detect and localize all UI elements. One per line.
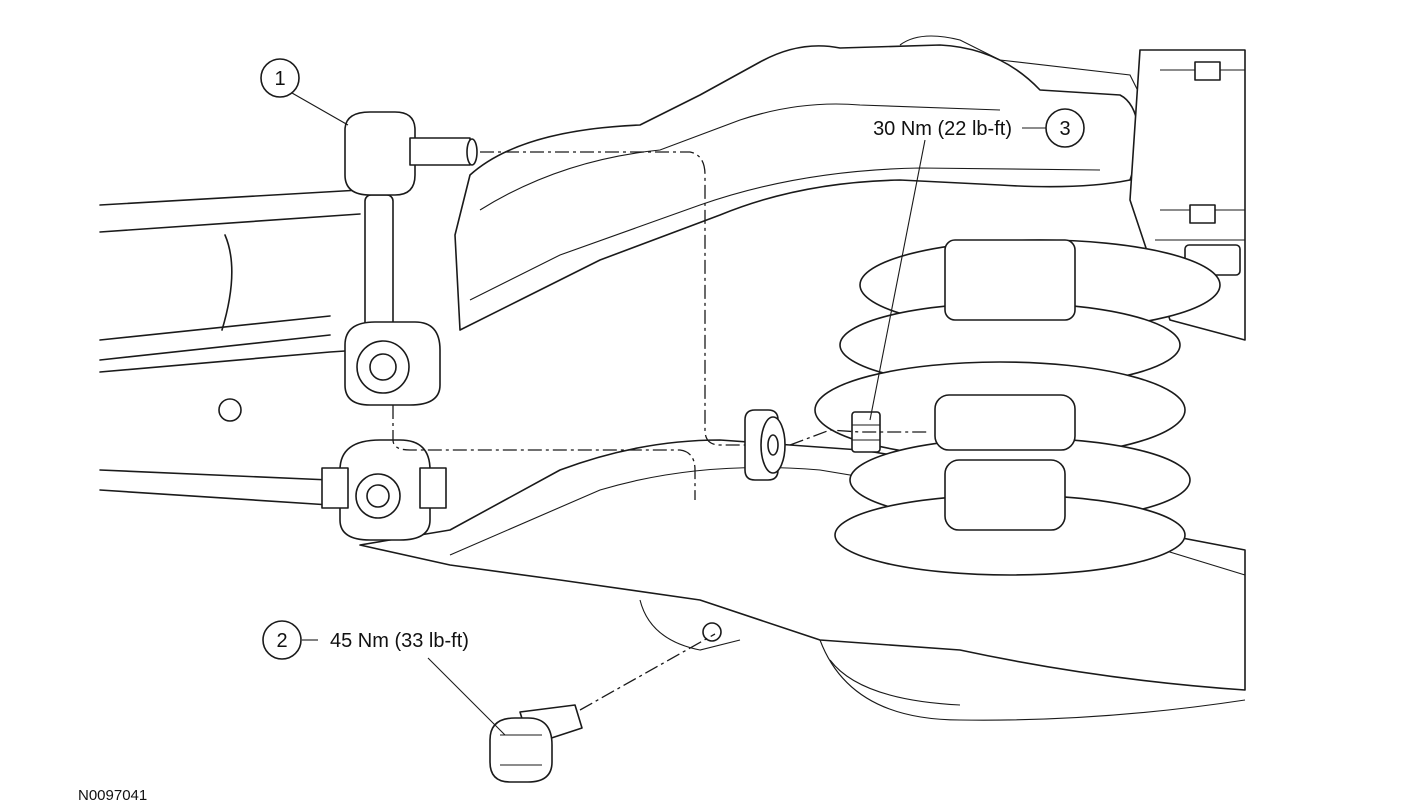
frame-rail [99, 189, 361, 506]
stabilizer-link [344, 111, 478, 406]
callout-1-number: 1 [274, 68, 285, 90]
assembly-lines [392, 151, 930, 711]
callout-3-number: 3 [1059, 118, 1070, 140]
callout-2-number: 2 [276, 630, 287, 652]
callout-2-torque: 45 Nm (33 lb-ft) [330, 630, 469, 652]
figure-id: N0097041 [78, 787, 147, 804]
leader-lines [291, 92, 1046, 736]
lower-bolt [489, 704, 583, 783]
callout-3-torque: 30 Nm (22 lb-ft) [873, 118, 1012, 140]
coil-spring [814, 239, 1221, 576]
callout-2: 2 45 Nm (33 lb-ft) [262, 620, 469, 660]
callout-1: 1 [260, 58, 300, 98]
lower-mount-nut [321, 439, 447, 541]
callout-3: 3 30 Nm (22 lb-ft) [873, 108, 1085, 148]
link-bolt [744, 409, 786, 481]
